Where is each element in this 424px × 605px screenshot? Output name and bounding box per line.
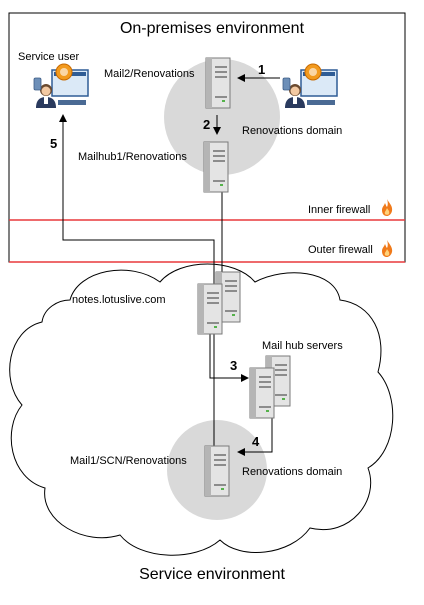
on-prem-domain-circle bbox=[164, 59, 280, 175]
mail1-server-icon bbox=[204, 445, 230, 497]
mailhub-server-front-icon bbox=[249, 367, 275, 419]
service-domain-label: Renovations domain bbox=[242, 466, 342, 478]
service-environment-title: Service environment bbox=[139, 566, 285, 583]
mail2-label: Mail2/Renovations bbox=[104, 68, 195, 80]
service-cloud bbox=[9, 263, 394, 556]
service-user-label: Service user bbox=[18, 51, 79, 63]
notes-server-label: notes.lotuslive.com bbox=[72, 294, 166, 306]
on-premises-title: On-premises environment bbox=[119, 20, 305, 37]
mailhub1-label: Mailhub1/Renovations bbox=[78, 151, 187, 163]
step-4-number: 4 bbox=[252, 434, 260, 449]
notes-server-front-icon bbox=[197, 283, 223, 335]
inner-firewall-label: Inner firewall bbox=[308, 204, 370, 216]
step-3-number: 3 bbox=[230, 358, 237, 373]
step3-arrow bbox=[209, 318, 249, 382]
mail-hub-servers-label: Mail hub servers bbox=[262, 340, 343, 352]
on-prem-domain-label: Renovations domain bbox=[242, 125, 342, 137]
mail2-server-icon bbox=[205, 57, 231, 109]
step-1-number: 1 bbox=[258, 62, 265, 77]
step-5-number: 5 bbox=[50, 136, 57, 151]
mail1-label: Mail1/SCN/Renovations bbox=[70, 455, 187, 467]
mailhub1-server-icon bbox=[203, 141, 229, 193]
step4-arrow bbox=[237, 414, 273, 456]
step-2-number: 2 bbox=[203, 117, 210, 132]
outer-firewall-label: Outer firewall bbox=[308, 244, 373, 256]
step5-arrow bbox=[59, 114, 215, 448]
